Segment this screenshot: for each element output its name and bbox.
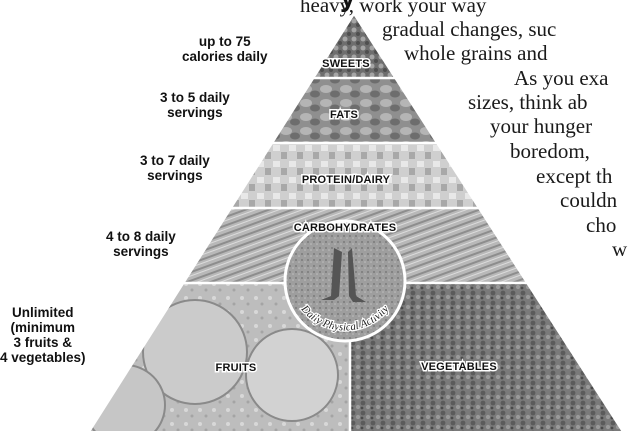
apple-shape bbox=[246, 329, 338, 421]
fats-tier-label: FATS bbox=[330, 109, 358, 121]
fruits-tier-label: FRUITS bbox=[216, 362, 257, 374]
fats-tier bbox=[0, 78, 629, 144]
sweets-tier bbox=[0, 0, 629, 79]
sweets-tier-label: SWEETS bbox=[322, 58, 370, 70]
vegetables-tier-label: VEGETABLES bbox=[421, 361, 497, 373]
carbohydrates-tier-label: CARBOHYDRATES bbox=[294, 222, 397, 234]
protein-dairy-tier-label: PROTEIN/DAIRY bbox=[302, 174, 391, 186]
